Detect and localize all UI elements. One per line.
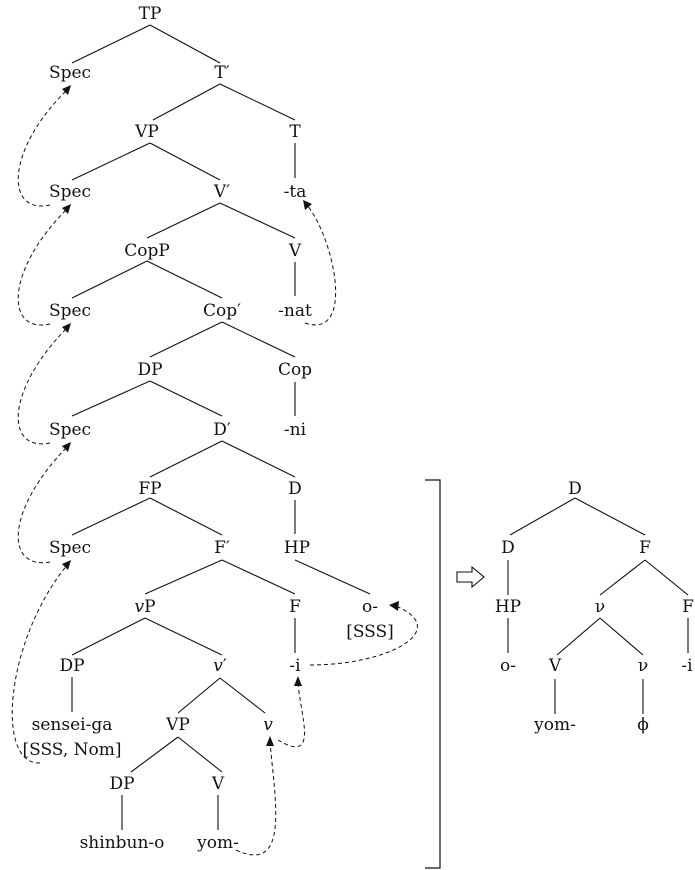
movement-arrow-sensei-to-spec-fp bbox=[11, 563, 69, 764]
arrowhead-spec-dp bbox=[62, 442, 71, 452]
side-node-nu-top: ν bbox=[595, 597, 605, 617]
movement-arrow-spec-copp-to-spec-vp bbox=[17, 207, 69, 326]
node-t-bar: T′ bbox=[214, 63, 229, 83]
leaf-i-suffix: -i bbox=[289, 656, 301, 676]
leaf-nat: -nat bbox=[278, 301, 312, 321]
node-cop-bar: Cop′ bbox=[203, 301, 241, 321]
node-hp: HP bbox=[284, 538, 310, 558]
node-v-low: V bbox=[211, 774, 225, 794]
node-cop-head: Cop bbox=[278, 360, 312, 380]
node-f-bar: F′ bbox=[214, 538, 230, 558]
arrowhead-i bbox=[294, 676, 302, 686]
node-d-head: D bbox=[288, 479, 302, 499]
node-t-head: T bbox=[289, 122, 301, 142]
node-tp: TP bbox=[139, 4, 162, 24]
leaf-sensei-features: [SSS, Nom] bbox=[22, 740, 121, 760]
node-d-bar: D′ bbox=[213, 420, 231, 440]
leaf-ni: -ni bbox=[284, 420, 307, 440]
leaf-shinbun-o: shinbun-o bbox=[80, 833, 165, 853]
node-spec-vp: Spec bbox=[49, 182, 91, 202]
arrowhead-o bbox=[389, 601, 399, 611]
leaf-o-prefix: o- bbox=[362, 597, 378, 617]
side-node-v: V bbox=[548, 656, 562, 676]
node-vp-top: VP bbox=[134, 122, 159, 142]
right-bracket bbox=[425, 479, 441, 869]
movement-arrow-spec-dp-to-spec-copp bbox=[17, 326, 69, 445]
side-leaf-o: o- bbox=[500, 656, 516, 676]
arrowhead-spec-fp bbox=[62, 560, 71, 570]
side-node-d: D bbox=[501, 538, 515, 558]
node-dp-object: DP bbox=[109, 774, 134, 794]
movement-arrow-yom-to-v bbox=[235, 741, 277, 856]
movement-arrow-v-to-i bbox=[277, 681, 305, 748]
movement-arrow-nat-to-ta bbox=[304, 204, 337, 326]
arrowhead-v bbox=[266, 736, 274, 746]
node-spec-tp: Spec bbox=[49, 63, 91, 83]
node-dp-subject: DP bbox=[59, 656, 84, 676]
node-spec-fp: Spec bbox=[49, 538, 91, 558]
node-v-small-bar: v′ bbox=[213, 656, 227, 676]
node-v-head-top: V bbox=[288, 241, 302, 261]
node-copp: CopP bbox=[124, 241, 170, 261]
node-v-bar-top: V′ bbox=[213, 182, 230, 202]
movement-arrow-spec-fp-to-spec-dp bbox=[17, 445, 69, 564]
arrowhead-spec-copp bbox=[62, 323, 71, 333]
arrowhead-spec-tp bbox=[62, 85, 71, 95]
node-vp-small: vP bbox=[134, 597, 155, 617]
derivation-arrow-icon bbox=[456, 565, 485, 589]
node-v-small: v bbox=[263, 715, 273, 735]
side-tree-edges bbox=[507, 497, 689, 714]
leaf-sss-feature: [SSS] bbox=[346, 622, 394, 642]
movement-arrow-spec-vp-to-spec-tp bbox=[17, 88, 69, 207]
side-node-hp: HP bbox=[495, 597, 521, 617]
arrowhead-ta bbox=[303, 200, 312, 210]
side-node-nu: ν bbox=[638, 656, 648, 676]
main-tree-labels: TP Spec T′ VP T Spec V′ -ta CopP V Spec … bbox=[22, 4, 393, 853]
side-leaf-i: -i bbox=[681, 656, 693, 676]
side-tree-labels: D D F HP ν F o- V ν -i yom- ϕ bbox=[495, 479, 694, 735]
movement-arrow-i-to-o bbox=[309, 606, 418, 666]
main-tree-edges bbox=[71, 24, 371, 830]
leaf-sensei-ga: sensei-ga bbox=[32, 715, 113, 735]
node-vp-low: VP bbox=[165, 715, 190, 735]
arrowhead-spec-vp bbox=[62, 204, 71, 214]
side-node-f-top: F bbox=[639, 538, 651, 558]
side-node-d-root: D bbox=[568, 479, 582, 499]
node-f-head: F bbox=[289, 597, 301, 617]
leaf-yom: yom- bbox=[196, 833, 239, 853]
movement-arrows bbox=[11, 85, 418, 856]
node-spec-dp: Spec bbox=[49, 420, 91, 440]
node-spec-copp: Spec bbox=[49, 301, 91, 321]
side-leaf-yom: yom- bbox=[533, 715, 576, 735]
leaf-ta: -ta bbox=[284, 182, 307, 202]
side-leaf-phi: ϕ bbox=[637, 715, 649, 735]
node-fp: FP bbox=[138, 479, 161, 499]
node-dp-top: DP bbox=[137, 360, 162, 380]
side-node-f: F bbox=[682, 597, 694, 617]
